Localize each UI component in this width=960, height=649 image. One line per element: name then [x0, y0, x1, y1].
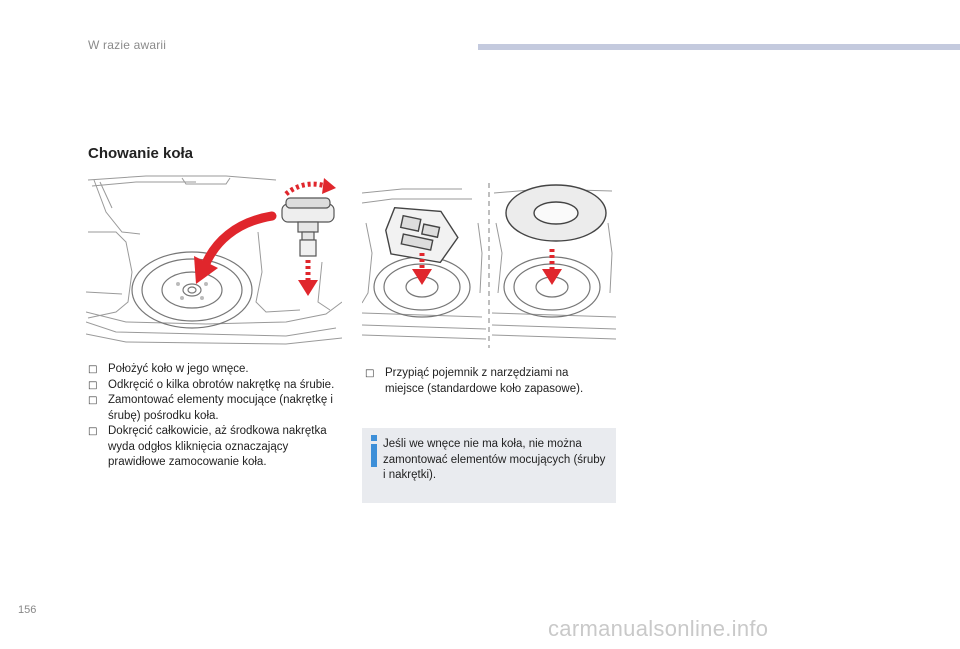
- list-item: □Odkręcić o kilka obrotów nakrętkę na śr…: [88, 378, 346, 394]
- watermark: carmanualsonline.info: [548, 616, 769, 641]
- info-box: Jeśli we wnęce nie ma koła, nie można za…: [362, 428, 616, 503]
- list-item: □Dokręcić całkowicie, aż środkowa nakręt…: [88, 425, 327, 468]
- steps-list-right: □Przypiąć pojemnik z narzędziami na miej…: [365, 366, 605, 397]
- section-title: Chowanie koła: [88, 145, 194, 162]
- bullet-f-icon: □: [88, 395, 98, 406]
- header-title: W razie awarii: [88, 38, 167, 52]
- wheel-stowing-illustration: [86, 175, 342, 345]
- tool-box-illustration: [362, 183, 616, 348]
- info-i-icon: [371, 435, 377, 467]
- steps-list-left: □Położyć koło w jego wnęce. □Odkręcić o …: [88, 362, 346, 471]
- page-number: 156: [18, 604, 37, 616]
- list-item: □Położyć koło w jego wnęce.: [88, 362, 346, 378]
- bullet-f-icon: □: [88, 364, 98, 375]
- bullet-f-icon: □: [88, 379, 98, 391]
- bullet-f-icon: □: [365, 368, 375, 379]
- list-item: □Zamontować elementy mocujące (nakrętkę …: [88, 394, 333, 422]
- info-text: Jeśli we wnęce nie ma koła, nie można za…: [383, 438, 606, 481]
- list-item: □Przypiąć pojemnik z narzędziami na miej…: [365, 367, 584, 395]
- bullet-f-icon: □: [88, 426, 98, 437]
- header-bar: [478, 44, 960, 50]
